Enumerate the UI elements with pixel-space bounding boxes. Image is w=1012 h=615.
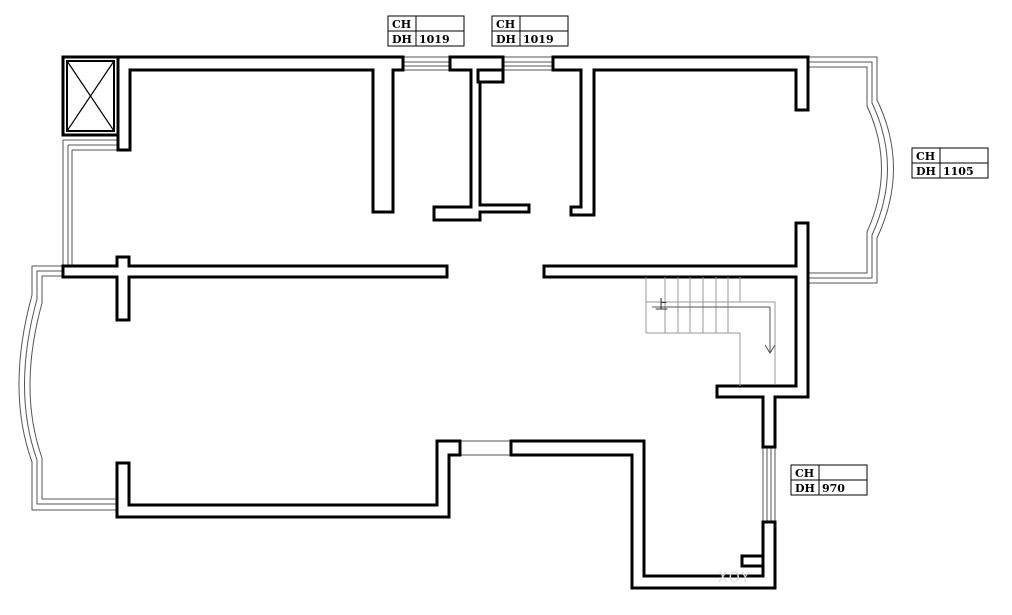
left-bay-window bbox=[18, 265, 118, 511]
chimney-cross-icon bbox=[66, 60, 115, 132]
tag-bottom: CH DH 970 bbox=[790, 464, 868, 496]
left-balcony-rail bbox=[62, 139, 118, 268]
tag-dh-label: DH bbox=[795, 482, 815, 495]
tag-dh-label: DH bbox=[496, 33, 516, 46]
tag-top-left: CH DH 1019 bbox=[387, 15, 465, 47]
right-bay-window bbox=[808, 56, 894, 284]
tag-right: CH DH 1105 bbox=[911, 147, 989, 179]
watermark: XOY bbox=[718, 570, 752, 586]
walls bbox=[61, 55, 810, 590]
tag-ch-label: CH bbox=[916, 150, 935, 163]
tag-ch-label: CH bbox=[496, 18, 515, 31]
tag-dh-label: DH bbox=[916, 165, 936, 178]
tag-ch-label: CH bbox=[795, 467, 814, 480]
top-window-left bbox=[403, 56, 450, 71]
tag-dh-value: 1019 bbox=[419, 33, 450, 46]
stair-direction-label: 上 bbox=[655, 298, 668, 313]
tag-dh-value: 1019 bbox=[523, 33, 554, 46]
tag-dh-label: DH bbox=[392, 33, 412, 46]
tag-ch-label: CH bbox=[392, 18, 411, 31]
bottom-door-opening bbox=[460, 440, 511, 456]
top-window-right bbox=[503, 56, 553, 71]
tag-dh-value: 970 bbox=[822, 482, 845, 495]
stair-arrow-icon bbox=[764, 344, 776, 354]
right-lower-window bbox=[762, 447, 776, 522]
tag-dh-value: 1105 bbox=[943, 165, 974, 178]
staircase: 上 bbox=[645, 277, 776, 386]
tag-top-mid: CH DH 1019 bbox=[491, 15, 569, 47]
